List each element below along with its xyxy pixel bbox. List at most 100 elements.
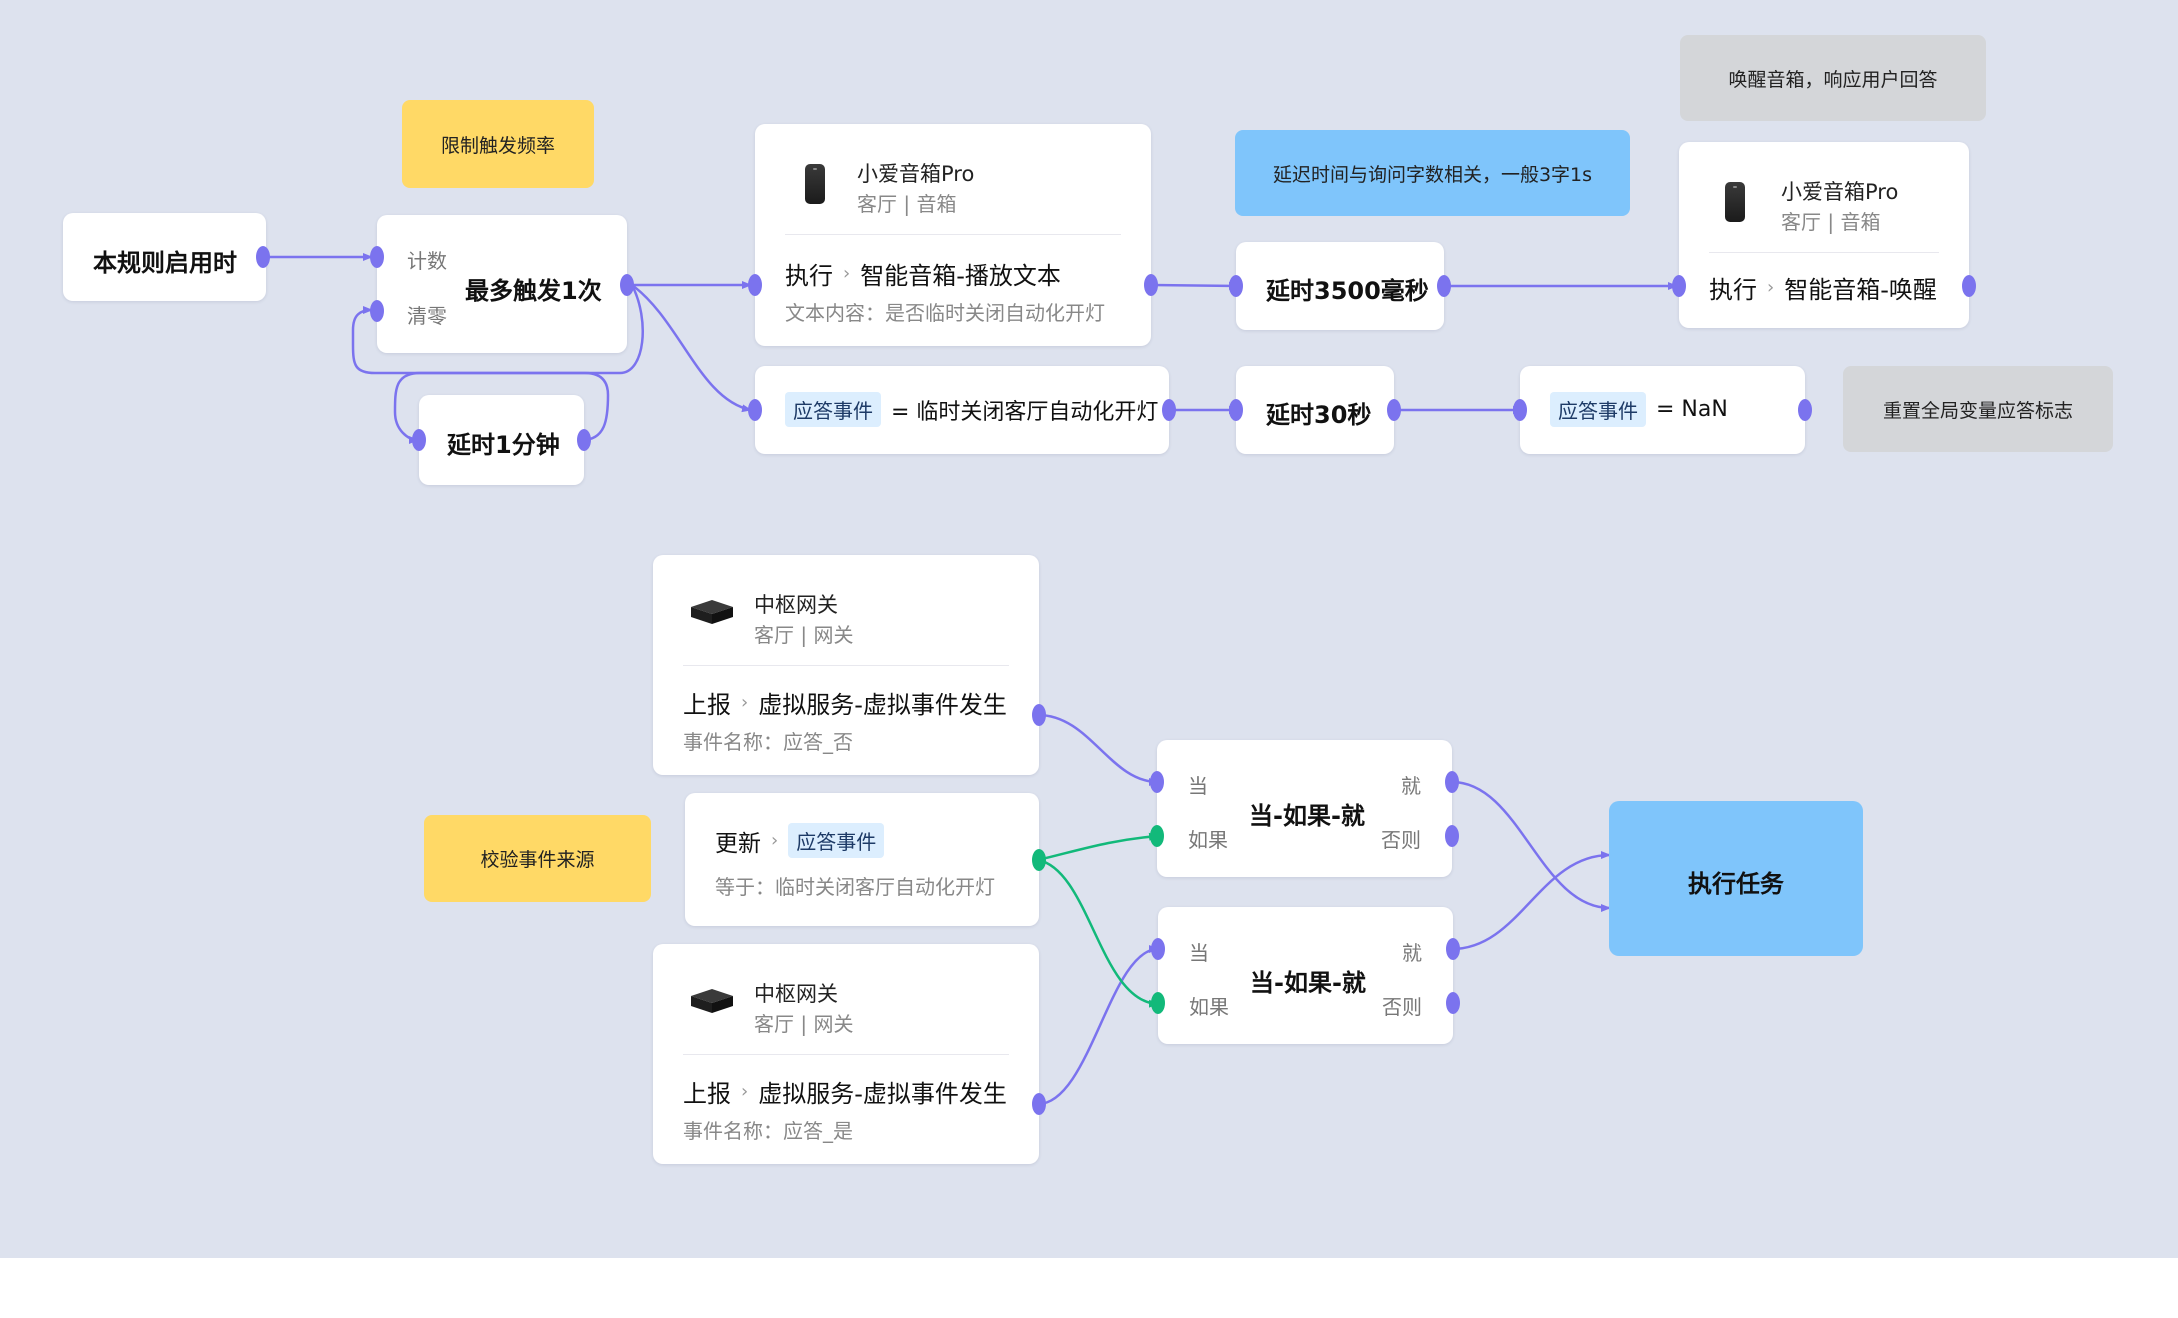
output-pin[interactable]: [1032, 1093, 1046, 1115]
wire-cond1-to-exec: [1451, 780, 1611, 912]
port-count-label: 计数: [407, 249, 447, 273]
action-verb: 上报: [683, 1080, 731, 1108]
port-clear-label: 清零: [407, 304, 447, 328]
action-desc: 文本内容：是否临时关闭自动化开灯: [785, 301, 1105, 325]
input-pin-when[interactable]: [1150, 771, 1164, 793]
assign-row: 应答事件 = NaN: [1550, 392, 1728, 427]
node-reset-answer-event[interactable]: 应答事件 = NaN: [1513, 366, 1812, 454]
assign-value: = NaN: [1656, 397, 1728, 422]
chevron-right-icon: ›: [843, 263, 851, 284]
input-pin-if[interactable]: [1150, 825, 1164, 847]
output-pin-else[interactable]: [1445, 825, 1459, 847]
action-row: 上报 › 虚拟服务-虚拟事件发生: [683, 1074, 1007, 1109]
node-when-if-then-2[interactable]: 当 如果 就 否则 当-如果-就: [1151, 907, 1460, 1044]
input-pin-when[interactable]: [1151, 938, 1165, 960]
update-desc: 等于：临时关闭客厅自动化开灯: [715, 875, 995, 899]
action-desc: 事件名称：应答_是: [683, 1119, 853, 1143]
chevron-right-icon: ›: [771, 830, 779, 851]
device-name: 小爱音箱Pro: [857, 162, 975, 186]
input-pin[interactable]: [1229, 275, 1243, 297]
node-max-trigger[interactable]: 计数 清零 最多触发1次: [370, 215, 634, 353]
input-pin[interactable]: [748, 399, 762, 421]
device-room: 客厅 | 音箱: [857, 192, 957, 216]
output-pin[interactable]: [577, 429, 591, 451]
action-row: 上报 › 虚拟服务-虚拟事件发生: [683, 685, 1007, 720]
output-pin-then[interactable]: [1445, 771, 1459, 793]
action-verb: 执行: [785, 262, 833, 290]
device-room: 客厅 | 网关: [754, 1012, 854, 1036]
divider: [1709, 252, 1939, 253]
action-row: 执行 › 智能音箱-播放文本: [785, 256, 1061, 291]
node-title: 本规则启用时: [93, 249, 237, 277]
update-verb: 更新: [715, 830, 761, 857]
input-pin-clear[interactable]: [370, 300, 384, 322]
output-pin[interactable]: [1962, 275, 1976, 297]
input-pin[interactable]: [1672, 275, 1686, 297]
wire-hub2-to-cond2: [1037, 945, 1159, 1106]
speaker-icon: [1725, 182, 1745, 222]
gateway-icon: [691, 600, 733, 624]
output-pin[interactable]: [1798, 399, 1812, 421]
input-pin-count[interactable]: [370, 246, 384, 268]
wire-counter-to-set-event1: [631, 283, 752, 413]
input-pin[interactable]: [1229, 399, 1243, 421]
port-when-label: 当: [1189, 941, 1209, 965]
output-pin-then[interactable]: [1446, 938, 1460, 960]
output-pin[interactable]: [620, 274, 634, 296]
action-name: 虚拟服务-虚拟事件发生: [758, 1080, 1007, 1108]
divider: [683, 665, 1009, 666]
assign-row: 应答事件 = 临时关闭客厅自动化开灯: [785, 392, 1158, 427]
port-when-label: 当: [1188, 774, 1208, 798]
action-verb: 执行: [1709, 276, 1757, 304]
node-delay-1min[interactable]: 延时1分钟: [412, 395, 591, 485]
node-execute-task[interactable]: 执行任务: [1609, 801, 1863, 956]
output-pin[interactable]: [1032, 849, 1046, 871]
variable-tag: 应答事件: [785, 392, 881, 427]
node-speaker-wake[interactable]: 小爱音箱Pro 客厅 | 音箱 执行 › 智能音箱-唤醒: [1672, 142, 1976, 328]
node-set-answer-event[interactable]: 应答事件 = 临时关闭客厅自动化开灯: [748, 366, 1176, 454]
output-pin-else[interactable]: [1446, 992, 1460, 1014]
wire-hub1-to-cond1: [1037, 713, 1159, 786]
variable-tag: 应答事件: [1550, 392, 1646, 427]
output-pin[interactable]: [1162, 399, 1176, 421]
output-pin[interactable]: [1437, 275, 1451, 297]
node-delay-3500ms[interactable]: 延时3500毫秒: [1229, 242, 1451, 330]
note-delay-hint: 延迟时间与询问字数相关，一般3字1s: [1235, 130, 1630, 216]
assign-value: = 临时关闭客厅自动化开灯: [891, 399, 1159, 425]
output-pin[interactable]: [1032, 704, 1046, 726]
action-name: 智能音箱-唤醒: [1784, 276, 1937, 304]
chevron-right-icon: ›: [1767, 277, 1775, 298]
gateway-icon: [691, 989, 733, 1013]
action-row: 执行 › 智能音箱-唤醒: [1709, 270, 1937, 305]
node-hub-event-yes[interactable]: 中枢网关 客厅 | 网关 上报 › 虚拟服务-虚拟事件发生 事件名称：应答_是: [653, 944, 1046, 1164]
input-pin[interactable]: [412, 429, 426, 451]
wire-cond2-to-exec: [1451, 851, 1611, 951]
input-pin[interactable]: [1513, 399, 1527, 421]
action-name: 虚拟服务-虚拟事件发生: [758, 691, 1007, 719]
input-pin-if[interactable]: [1151, 992, 1165, 1014]
wire-speaker1-to-delay3500: [1151, 281, 1239, 290]
node-title: 延时3500毫秒: [1266, 277, 1429, 305]
node-delay-30s[interactable]: 延时30秒: [1229, 366, 1401, 454]
node-title: 延时1分钟: [447, 431, 560, 459]
node-hub-event-no[interactable]: 中枢网关 客厅 | 网关 上报 › 虚拟服务-虚拟事件发生 事件名称：应答_否: [653, 555, 1046, 775]
node-title: 当-如果-就: [1249, 802, 1365, 830]
variable-tag: 应答事件: [788, 823, 885, 858]
output-pin[interactable]: [1144, 274, 1158, 296]
device-name: 小爱音箱Pro: [1781, 180, 1899, 204]
output-pin[interactable]: [1387, 399, 1401, 421]
action-verb: 上报: [683, 691, 731, 719]
node-rule-enabled[interactable]: 本规则启用时: [63, 213, 270, 301]
device-name: 中枢网关: [754, 593, 838, 617]
node-update-answer-event[interactable]: 更新 › 应答事件 等于：临时关闭客厅自动化开灯: [685, 793, 1046, 926]
node-title: 执行任务: [1688, 870, 1784, 898]
note-check-source: 校验事件来源: [424, 815, 651, 902]
node-speaker-play-text[interactable]: 小爱音箱Pro 客厅 | 音箱 执行 › 智能音箱-播放文本 文本内容：是否临时…: [748, 124, 1158, 346]
input-pin[interactable]: [748, 274, 762, 296]
note-wake-hint: 唤醒音箱，响应用户回答: [1680, 35, 1986, 121]
note-reset-flag: 重置全局变量应答标志: [1843, 366, 2113, 452]
node-when-if-then-1[interactable]: 当 如果 就 否则 当-如果-就: [1150, 740, 1459, 877]
node-title: 延时30秒: [1266, 401, 1372, 429]
speaker-icon: [805, 164, 825, 204]
output-pin[interactable]: [256, 246, 270, 268]
